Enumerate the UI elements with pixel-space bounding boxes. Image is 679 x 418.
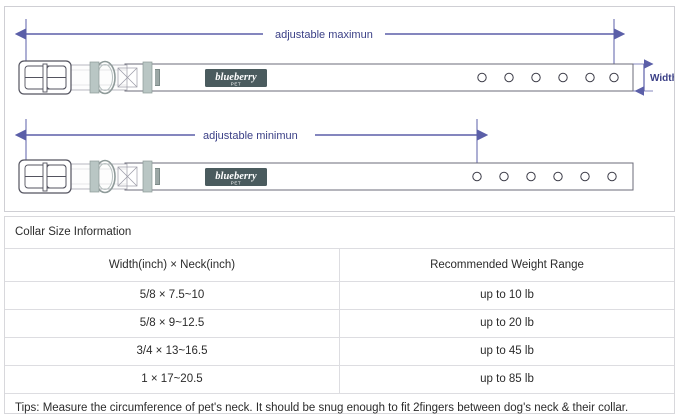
cell-weight: up to 85 lb — [339, 364, 674, 393]
table-title: Collar Size Information — [15, 226, 132, 239]
cell-size: 5/8 × 7.5~10 — [5, 280, 340, 309]
cell-size: 5/8 × 9~12.5 — [5, 308, 340, 337]
table-tips-row: Tips: Measure the circumference of pet's… — [5, 392, 674, 418]
table-row: 5/8 × 7.5~10 up to 10 lb — [5, 280, 674, 309]
width-label: Width — [650, 73, 674, 84]
brand-name-top: blueberry — [215, 72, 257, 83]
brand-sub-bottom: PET — [231, 181, 242, 186]
collar-size-table: Collar Size Information Width(inch) × Ne… — [5, 217, 674, 418]
cell-size: 1 × 17~20.5 — [5, 364, 340, 393]
brand-name-bottom: blueberry — [215, 171, 257, 182]
column-header-weight: Recommended Weight Range — [339, 247, 674, 281]
table-row: 5/8 × 9~12.5 up to 20 lb — [5, 308, 674, 337]
collar-holes-top — [477, 72, 619, 83]
collar-diagram-panel: adjustable maximun — [4, 6, 675, 212]
table-row: 3/4 × 13~16.5 up to 45 lb — [5, 336, 674, 365]
collar-holes-bottom — [472, 171, 617, 182]
collar-size-table-panel: Collar Size Information Width(inch) × Ne… — [4, 216, 675, 418]
column-header-size: Width(inch) × Neck(inch) — [5, 247, 340, 281]
table-title-row: Collar Size Information — [5, 217, 674, 248]
cell-size: 3/4 × 13~16.5 — [5, 336, 340, 365]
cell-weight: up to 10 lb — [339, 280, 674, 309]
adjustable-minimum-label: adjustable minimun — [203, 130, 298, 142]
brand-sub-top: PET — [231, 82, 242, 87]
adjustable-maximum-label: adjustable maximun — [275, 29, 373, 41]
cell-weight: up to 20 lb — [339, 308, 674, 337]
tips-text: Tips: Measure the circumference of pet's… — [5, 392, 674, 418]
table-row: 1 × 17~20.5 up to 85 lb — [5, 364, 674, 393]
collar-diagram-svg: adjustable maximun — [14, 19, 674, 194]
table-header-row: Width(inch) × Neck(inch) Recommended Wei… — [5, 247, 674, 281]
cell-weight: up to 45 lb — [339, 336, 674, 365]
